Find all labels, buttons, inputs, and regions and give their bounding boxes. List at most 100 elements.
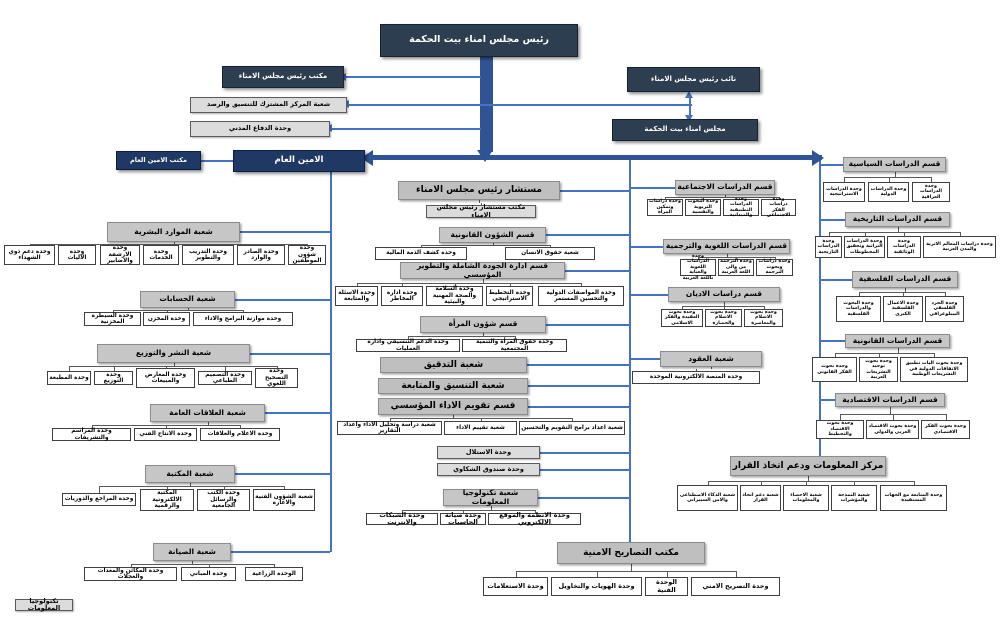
connector-line [572, 418, 573, 421]
connector-line [904, 231, 905, 236]
connector-line [905, 288, 906, 292]
connector-line [490, 506, 492, 510]
mnt-buildings: وحدة المباني [181, 567, 236, 581]
hr-training: وحدة التدريب والتطوير [182, 245, 234, 265]
connector-line [276, 365, 278, 368]
connector-line [629, 358, 660, 360]
advisor: مستشار رئيس مجلس الامناء [398, 181, 560, 200]
law-thought: وحدة بحوث الفكر القانوني [812, 357, 857, 382]
ling-arabic: وحدة الدراسات اللغوية والعناية باللغة ال… [680, 254, 716, 281]
complaints-unit: وحدة صندوق الشكاوي [437, 463, 540, 476]
connector-line [858, 292, 945, 293]
connector-line [821, 340, 845, 342]
connector-line [483, 333, 484, 336]
connector-line [828, 231, 960, 233]
lib-books: وحدة الكتب والرسائل الجامعية [197, 489, 250, 511]
connector-line [711, 367, 712, 369]
connector-line [944, 292, 946, 296]
connector-line [540, 469, 629, 471]
connector-line [482, 279, 484, 283]
arrowhead-up [685, 91, 693, 98]
law-arab: وحدة بحوث توحيد التشريعات العربية [859, 357, 898, 382]
pr-production: وحدة الانتاج الفني [134, 428, 197, 441]
financial-disclosure: وحدة كشف الذمة المالية [375, 247, 467, 260]
rel-creed: وحدة بحوث العقيدة والفكر الاسلامي [661, 309, 703, 327]
it-div: شعبة تكنولوجيا المعلومات [443, 488, 538, 506]
council: مجلس امناء بيت الحكمة [612, 119, 758, 141]
connector-line [307, 243, 308, 245]
connector-line [840, 413, 841, 420]
acc-budget: وحدة موازنة البرامج والاداء [193, 312, 293, 326]
pub-proof: وحدة التصحيح اللغوي [255, 368, 298, 388]
it-hw: وحدة صيانة الحاسبات [440, 511, 486, 526]
connector-line [243, 310, 244, 312]
connector-line [274, 564, 275, 567]
connector-line [844, 177, 931, 178]
acc-warehouse: وحدة المخزن [143, 312, 190, 326]
soc-edu: وحدة البحوث التربوية والنفسية [685, 199, 721, 216]
connector-line [356, 282, 581, 284]
legal-dept: قسم الشؤون القانونية [439, 227, 546, 243]
connector-line [408, 336, 409, 339]
pol-strategic: وحدة الدراسات الاستراتيجية [823, 182, 865, 202]
mnt-machines: وحدة المكائن والمعدات والعجلات [84, 567, 177, 581]
eco-thought: وحدة بحوث الفكر الاقتصادي [921, 420, 970, 439]
connector-line [540, 452, 629, 454]
connector-line [806, 480, 807, 485]
connector-line [631, 564, 632, 571]
connector-line [888, 177, 890, 182]
connector-line [534, 509, 536, 513]
connector-line [240, 231, 330, 233]
connector-line [190, 483, 191, 486]
connector-line [514, 336, 516, 339]
q-intl: وحدة المواصفات الدولية والتحسين المستمر [538, 286, 624, 306]
phil-biblio: وحدة الجرد الفلسفي البيبلوغرافي [925, 296, 964, 322]
connector-line [481, 202, 482, 205]
connector-line [934, 352, 935, 357]
platform-unit: وحدة المنصة الالكترونية الموحدة [632, 371, 760, 384]
connector-line [819, 160, 821, 456]
ic-ai: شعبة الذكاء الاصطناعي والامن السيبراني [677, 485, 738, 511]
performance-dept: قسم تقويم الاداء المؤسسي [378, 398, 528, 415]
contracts-div: شعبة العقود [660, 351, 762, 367]
law-dept: قسم الدراسات القانونية [845, 334, 950, 348]
quality-dept: قسم ادارة الجودة الشاملة والتطوير المؤسس… [400, 261, 565, 279]
connector-line [707, 480, 709, 485]
connector-line [892, 413, 894, 420]
connector-line [864, 231, 866, 236]
connector-line [402, 282, 403, 286]
civil-defense: وحدة الدفاع المدني [190, 121, 330, 137]
connector-line [408, 336, 515, 337]
connector-line [112, 310, 243, 311]
connector-line [528, 406, 629, 408]
connector-line [629, 294, 668, 296]
sg-office: مكتب الامين العام [116, 151, 201, 170]
connector-line [349, 104, 692, 106]
mnt-agri: الوحدة الزراعية [245, 567, 303, 581]
connector-line [389, 418, 391, 421]
connector-line [774, 256, 776, 259]
connector-line [356, 282, 358, 286]
lib-refs: وحدة المراجع والدوريات [62, 493, 136, 506]
connector-line [346, 76, 481, 78]
pub-design: وحدة التصميم الطباعي [198, 371, 252, 385]
hr-vehicles: وحدة الاليات [58, 245, 96, 265]
connector-line [515, 570, 736, 572]
hr-inout: وحدة الصادر والوارد [237, 245, 285, 265]
connector-line [370, 155, 822, 160]
hist-monuments: وحدة دراسات المعالم الاثرية والمدن العرب… [923, 236, 996, 258]
connector-line [463, 509, 464, 513]
connector-line [112, 310, 114, 312]
connector-line [173, 242, 175, 244]
soc-applied: وحدة الدراسات التطبيقية والميدانية [723, 197, 759, 218]
connector-line [821, 219, 845, 221]
w-support: وحدة الدعم التنسيقي وادارة العمليات [356, 339, 460, 352]
connector-line [120, 243, 121, 245]
connector-line [821, 279, 852, 281]
women-dept: قسم شؤون المرأة [420, 316, 546, 333]
connector-line [165, 365, 167, 368]
connector-line [166, 310, 168, 312]
publishing-div: شعبة النشر والتوزيع [97, 344, 250, 363]
perf-eval: شعبة تقييم الاداء [444, 421, 517, 435]
office-president: مكتب رئيس مجلس الامناء [222, 66, 344, 88]
